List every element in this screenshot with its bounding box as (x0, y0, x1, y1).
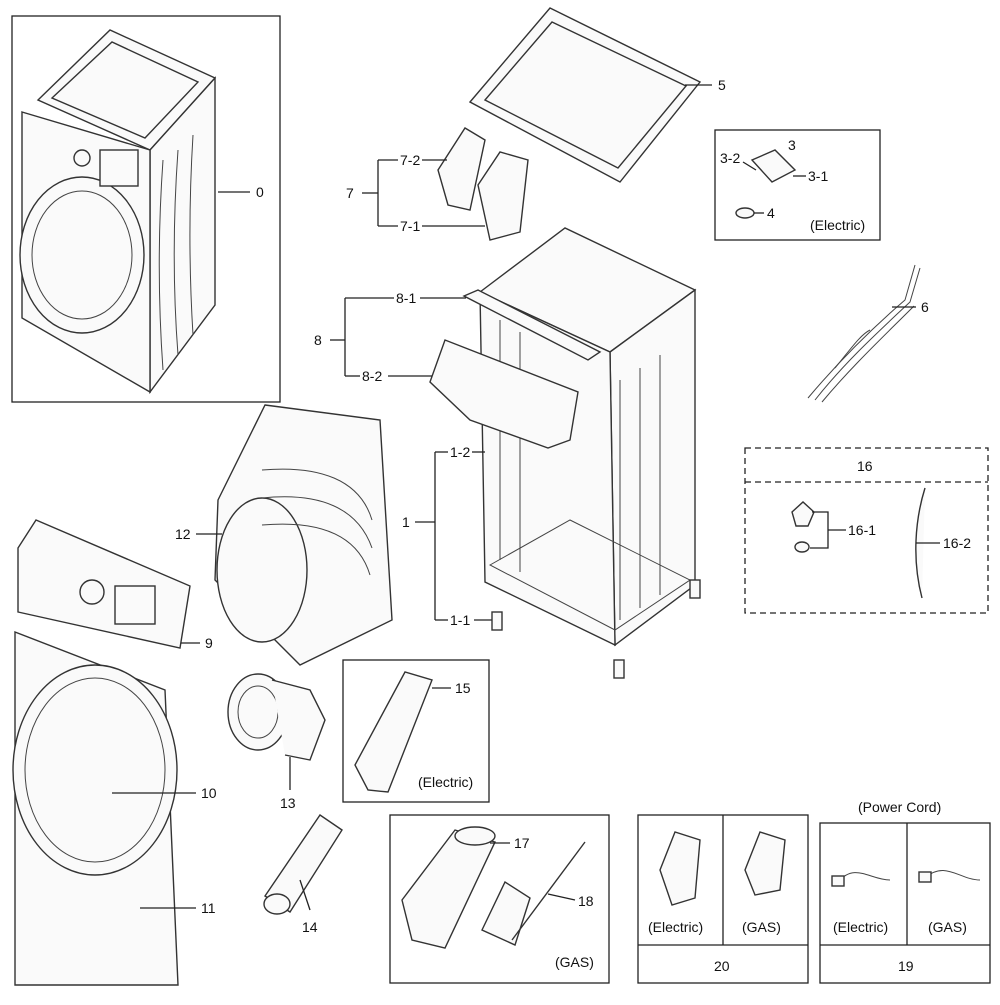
frame-illustration (429, 289, 602, 449)
callout-3: 3 (788, 137, 796, 153)
part-0-box (11, 15, 281, 403)
heater-illustration (354, 671, 433, 793)
callout-0: 0 (256, 184, 264, 200)
label-electric-3: (Electric) (810, 217, 865, 233)
callout-1-2: 1-2 (450, 444, 470, 460)
callout-13: 13 (280, 795, 296, 811)
bracket-illustration (437, 127, 529, 241)
label-20-gas: (GAS) (742, 919, 781, 935)
part-19-box (819, 822, 991, 984)
callout-17: 17 (514, 835, 530, 851)
callout-8: 8 (314, 332, 322, 348)
dryer-assembly-illustration (19, 29, 217, 395)
part-16-box (744, 447, 989, 614)
callout-5: 5 (718, 77, 726, 93)
label-19-electric: (Electric) (833, 919, 888, 935)
callout-8-1: 8-1 (396, 290, 416, 306)
callout-11: 11 (201, 900, 216, 916)
part-17-18-box (389, 814, 610, 984)
callout-9: 9 (205, 635, 213, 651)
part-15-box (342, 659, 490, 803)
duct-illustration (263, 814, 343, 915)
label-power-cord: (Power Cord) (858, 799, 941, 815)
callout-6: 6 (921, 299, 929, 315)
callout-20: 20 (714, 958, 730, 974)
callout-7-1: 7-1 (400, 218, 420, 234)
callout-1: 1 (402, 514, 410, 530)
leg-foot-illustration (491, 579, 701, 679)
blower-illustration (227, 673, 326, 761)
label-20-electric: (Electric) (648, 919, 703, 935)
callout-16: 16 (857, 458, 873, 474)
callout-16-2: 16-2 (943, 535, 971, 551)
wire-harness-illustration (807, 264, 921, 403)
callout-1-1: 1-1 (450, 612, 470, 628)
callout-7-2: 7-2 (400, 152, 420, 168)
callout-7: 7 (346, 185, 354, 201)
callout-10: 10 (201, 785, 217, 801)
part-3-box (714, 129, 881, 241)
gas-valve-illustration (481, 841, 586, 946)
callout-18: 18 (578, 893, 594, 909)
callout-16-1: 16-1 (848, 522, 876, 538)
fuse-illustration (735, 207, 755, 219)
valve-illustration (791, 501, 815, 553)
control-panel-illustration (17, 519, 191, 649)
callout-19: 19 (898, 958, 914, 974)
label-gas-17: (GAS) (555, 954, 594, 970)
sensor-plate-illustration (750, 149, 797, 183)
callout-15: 15 (455, 680, 471, 696)
front-panel-illustration (12, 630, 179, 986)
callout-12: 12 (175, 526, 191, 542)
gas-burner-illustration (401, 826, 496, 949)
callout-3-1: 3-1 (808, 168, 828, 184)
callout-14: 14 (302, 919, 318, 935)
label-electric-15: (Electric) (418, 774, 473, 790)
mount-bracket-illustration (659, 831, 786, 906)
label-19-gas: (GAS) (928, 919, 967, 935)
drum-illustration (214, 404, 393, 666)
top-cover-illustration (468, 7, 702, 183)
callout-3-2: 3-2 (720, 150, 740, 166)
callout-4: 4 (767, 205, 775, 221)
cabinet-illustration (478, 227, 697, 647)
callout-8-2: 8-2 (362, 368, 382, 384)
power-cord-illustration (831, 870, 981, 887)
